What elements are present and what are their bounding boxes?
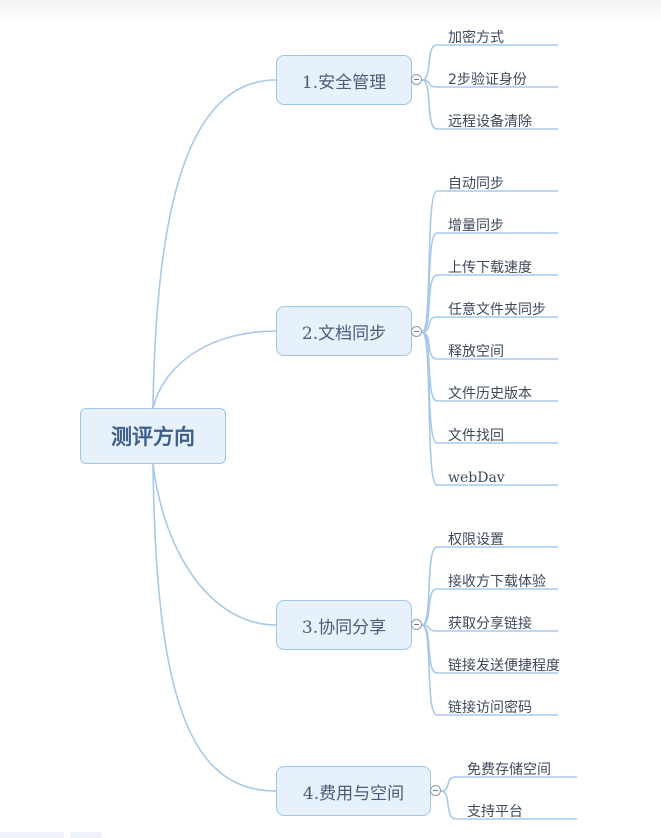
- collapse-toggle-icon[interactable]: [430, 785, 441, 796]
- branch-leaf-edge: [421, 232, 558, 333]
- leaf-topic[interactable]: 接收方下载体验: [448, 574, 546, 590]
- root-topic-label: 测评方向: [111, 425, 195, 449]
- branch-topic-label: 4.费用与空间: [302, 783, 405, 804]
- bottom-tab[interactable]: [0, 832, 64, 838]
- leaf-topic[interactable]: 支持平台: [467, 804, 523, 820]
- leaf-topic[interactable]: 远程设备清除: [448, 114, 532, 130]
- branch-topic-share[interactable]: 3.协同分享: [276, 600, 412, 650]
- branch-leaf-edge: [421, 624, 558, 716]
- branch-topic-label: 2.文档同步: [301, 323, 387, 344]
- branch-topic-label: 1.安全管理: [301, 72, 387, 93]
- leaf-topic[interactable]: 释放空间: [448, 344, 504, 360]
- root-topic[interactable]: 测评方向: [80, 408, 226, 464]
- bottom-tab[interactable]: [70, 832, 102, 838]
- branch-leaf-edge: [421, 79, 558, 130]
- leaf-topic[interactable]: 自动同步: [448, 176, 504, 192]
- leaf-topic[interactable]: 2步验证身份: [448, 72, 527, 88]
- branch-leaf-edge: [421, 274, 558, 333]
- collapse-toggle-icon[interactable]: [411, 326, 422, 337]
- leaf-topic[interactable]: 上传下载速度: [448, 260, 532, 276]
- branch-leaf-edge: [421, 546, 558, 626]
- root-branch-edge: [152, 463, 277, 792]
- leaf-topic[interactable]: 链接访问密码: [448, 700, 532, 716]
- root-branch-edge: [152, 79, 277, 409]
- branch-leaf-edge: [440, 790, 577, 820]
- branch-leaf-edge: [440, 776, 577, 792]
- collapse-toggle-icon[interactable]: [411, 619, 422, 630]
- collapse-toggle-icon[interactable]: [411, 74, 422, 85]
- branch-leaf-edge: [421, 588, 558, 626]
- branch-topic-cost[interactable]: 4.费用与空间: [276, 766, 431, 816]
- leaf-topic[interactable]: webDav: [448, 470, 505, 486]
- leaf-topic[interactable]: 文件找回: [448, 428, 504, 444]
- leaf-topic[interactable]: 链接发送便捷程度: [448, 658, 560, 674]
- root-branch-edge: [152, 463, 277, 626]
- root-branch-edge: [152, 330, 277, 409]
- leaf-topic[interactable]: 文件历史版本: [448, 386, 532, 402]
- branch-topic-label: 3.协同分享: [301, 617, 387, 638]
- branch-leaf-edge: [421, 79, 558, 88]
- branch-topic-sync[interactable]: 2.文档同步: [276, 306, 412, 356]
- leaf-topic[interactable]: 免费存储空间: [467, 762, 551, 778]
- top-shade: [0, 0, 661, 22]
- leaf-topic[interactable]: 权限设置: [448, 532, 504, 548]
- branch-topic-security[interactable]: 1.安全管理: [276, 55, 412, 105]
- leaf-topic[interactable]: 任意文件夹同步: [448, 302, 546, 318]
- branch-leaf-edge: [421, 331, 558, 486]
- leaf-topic[interactable]: 增量同步: [448, 218, 504, 234]
- leaf-topic[interactable]: 加密方式: [448, 30, 504, 46]
- branch-leaf-edge: [421, 316, 558, 333]
- branch-leaf-edge: [421, 44, 558, 81]
- leaf-topic[interactable]: 获取分享链接: [448, 616, 532, 632]
- branch-leaf-edge: [421, 624, 558, 632]
